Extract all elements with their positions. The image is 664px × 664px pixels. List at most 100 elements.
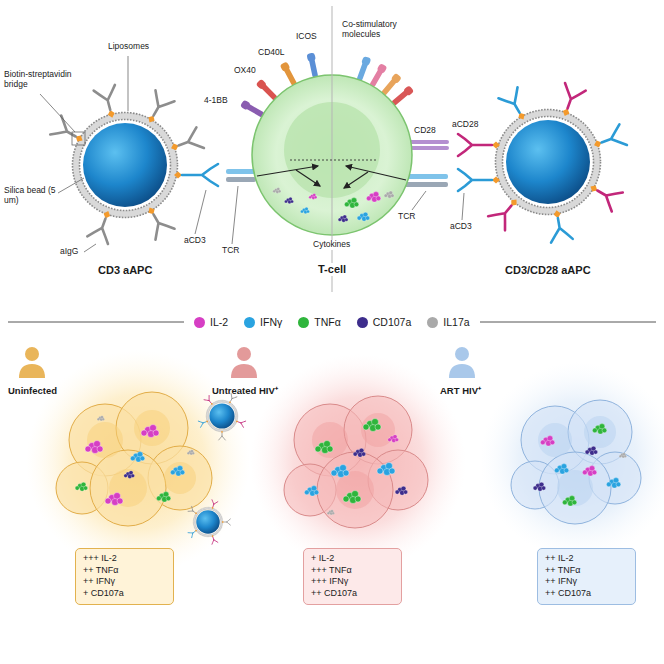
acd3-antibody	[498, 87, 533, 125]
callout-label: aCD3	[450, 222, 472, 232]
molecule-label: CD28	[414, 126, 436, 136]
legend-text: IL-2	[210, 316, 228, 328]
legend-swatch	[357, 317, 368, 328]
cell	[317, 452, 393, 528]
panel-title: CD3 aAPC	[98, 264, 152, 277]
legend-swatch	[194, 317, 205, 328]
cytokine-level: +++ IFNγ	[311, 576, 391, 588]
group-title: ART HIV⁺	[440, 386, 481, 397]
acd3-antibody	[590, 124, 627, 155]
cytokine	[357, 212, 370, 221]
tcr-receptor	[404, 174, 448, 179]
callout-box	[72, 132, 85, 145]
person-icon	[449, 364, 475, 378]
cytokine	[585, 446, 598, 455]
cytokine	[554, 464, 568, 474]
acd28-antibody	[585, 177, 623, 212]
cytokine	[353, 448, 366, 457]
legend-item: IL-2	[194, 316, 228, 328]
acd3-antibody	[182, 164, 218, 186]
cytokine	[124, 471, 135, 479]
cytokine-level: ++ IFNγ	[83, 576, 163, 588]
cytokine	[533, 482, 546, 491]
cytokine	[187, 450, 194, 455]
cytokine	[363, 419, 381, 432]
liposome-bead	[193, 507, 222, 536]
cytokine	[582, 466, 596, 476]
legend-item: TNFα	[298, 316, 340, 328]
liposome-bead	[73, 113, 178, 218]
acd3-antibody	[458, 169, 492, 191]
cytokine	[327, 510, 334, 515]
cytokine-level: +++ TNFα	[311, 565, 391, 577]
panel-title: T-cell	[316, 263, 348, 276]
legend-text: IFNγ	[260, 316, 282, 328]
group-label: Co-stimulatory molecules	[342, 20, 414, 40]
callout-label: TCR	[222, 246, 239, 256]
person-icon	[19, 364, 45, 378]
antibody	[219, 431, 226, 440]
liposome-bead	[206, 400, 238, 432]
group-title: Untreated HIV⁺	[212, 386, 278, 397]
cytokine	[384, 191, 394, 198]
legend: IL-2 IFNγ TNFα CD107a IL17a	[184, 316, 480, 328]
liposome-bead	[496, 110, 601, 215]
cell	[539, 452, 611, 524]
cytokine	[85, 441, 103, 454]
cytokine	[606, 478, 620, 488]
legend-text: IL17a	[443, 316, 469, 328]
person-icon	[25, 347, 39, 361]
cytokine	[388, 435, 399, 443]
cytokine	[156, 492, 170, 502]
cytokine	[105, 493, 123, 506]
leader-line	[462, 193, 464, 220]
legend-swatch	[244, 317, 255, 328]
nucleus	[134, 410, 170, 446]
cytokine	[97, 416, 104, 421]
cytokine	[395, 486, 408, 495]
cytokine	[366, 192, 380, 202]
cytokine-level: ++ IFNγ	[545, 576, 625, 588]
cytokine	[141, 425, 159, 438]
aigg-antibody	[167, 127, 204, 158]
nucleus	[312, 422, 348, 458]
glow	[480, 362, 664, 558]
antibody	[198, 418, 209, 427]
leader-line	[40, 94, 75, 132]
group-title: Uninfected	[8, 386, 57, 397]
cytokine-summary-box: +++ IL-2++ TNFα++ IFNγ+ CD107a	[75, 548, 174, 605]
legend-item: IL17a	[427, 316, 469, 328]
antibody	[209, 500, 218, 510]
cytokine	[170, 466, 184, 476]
aigg-antibody	[140, 90, 175, 128]
cell	[90, 450, 166, 526]
callout-label: Cytokines	[311, 240, 352, 250]
aigg-antibody	[87, 207, 118, 244]
cytokine	[562, 496, 576, 506]
acd28-antibody	[458, 134, 492, 156]
nucleus	[557, 470, 593, 506]
cytokine-level: ++ CD107a	[311, 588, 391, 600]
cytokine-level: + IL-2	[311, 553, 391, 565]
callout-label: aCD3	[184, 236, 206, 246]
tcr-receptor	[226, 177, 256, 182]
mini-aapc	[188, 500, 230, 545]
leader-line	[128, 56, 129, 111]
cytokine	[338, 215, 348, 222]
molecule-label: 4-1BB	[204, 96, 228, 106]
cytokine	[331, 465, 349, 478]
cytokine-summary-box: + IL-2+++ TNFα+++ IFNγ++ CD107a	[303, 548, 402, 605]
nucleus	[164, 462, 196, 494]
legend-text: TNFα	[314, 316, 340, 328]
cytokine	[309, 194, 317, 200]
person-icon	[237, 347, 251, 361]
signal-arrow	[344, 172, 368, 188]
person-icon	[455, 347, 469, 361]
antibody	[222, 519, 231, 525]
callout-label: TCR	[398, 212, 415, 222]
signal-arrow	[296, 170, 320, 186]
callout-label: aIgG	[60, 247, 78, 257]
cytokine-level: + CD107a	[83, 588, 163, 600]
antibody	[204, 395, 215, 406]
legend-item: CD107a	[357, 316, 412, 328]
